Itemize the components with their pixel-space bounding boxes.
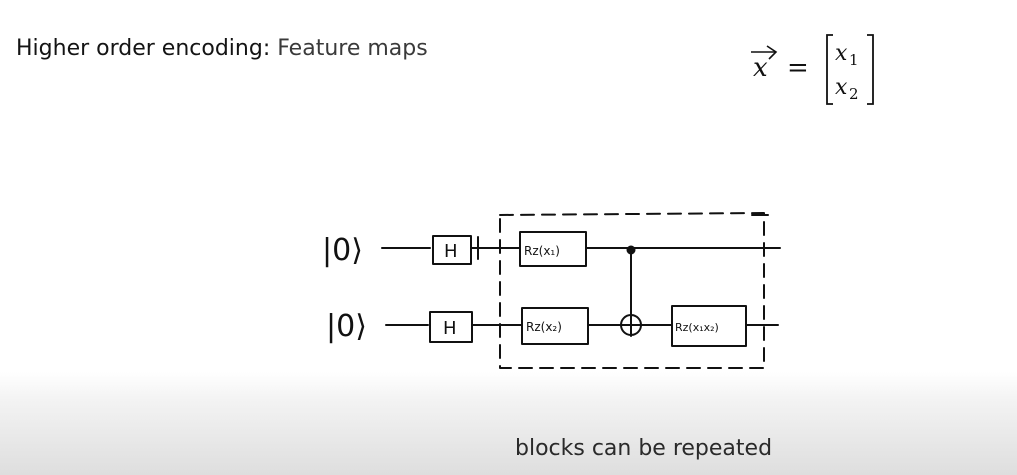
matrix-entry-2: x (835, 75, 848, 100)
repeatable-block-outline (499, 212, 765, 369)
hadamard-gate-q1-box (432, 235, 472, 265)
title-subtitle: Feature maps (277, 36, 428, 61)
equals-sign: = (787, 53, 809, 83)
matrix-entry-1-subscript: 1 (849, 51, 859, 69)
hadamard-label-q1: H (444, 241, 458, 262)
title-main: Higher order encoding: (16, 36, 271, 61)
rz-label-q1: Rz(x₁) (524, 244, 560, 258)
ket-zero-q1: |0⟩ (322, 233, 363, 268)
matrix-right-bracket (867, 34, 874, 105)
matrix-entry-2-subscript: 2 (849, 85, 859, 103)
ket-zero-q2: |0⟩ (326, 309, 367, 344)
hadamard-gate-q2-box (429, 311, 473, 343)
vector-symbol: x (753, 53, 768, 83)
matrix-entry-1: x (835, 41, 848, 66)
caption-text: blocks can be repeated (515, 436, 773, 461)
matrix-left-bracket (826, 34, 833, 105)
rz-label-entangle: Rz(x₁x₂) (675, 321, 719, 334)
hadamard-label-q2: H (443, 318, 457, 339)
slide-title: Higher order encoding: Feature maps (16, 36, 428, 61)
vector-arrow-head (766, 45, 778, 60)
rz-label-q2: Rz(x₂) (526, 320, 562, 334)
vector-equation: x = x 1 x 2 (751, 34, 874, 105)
